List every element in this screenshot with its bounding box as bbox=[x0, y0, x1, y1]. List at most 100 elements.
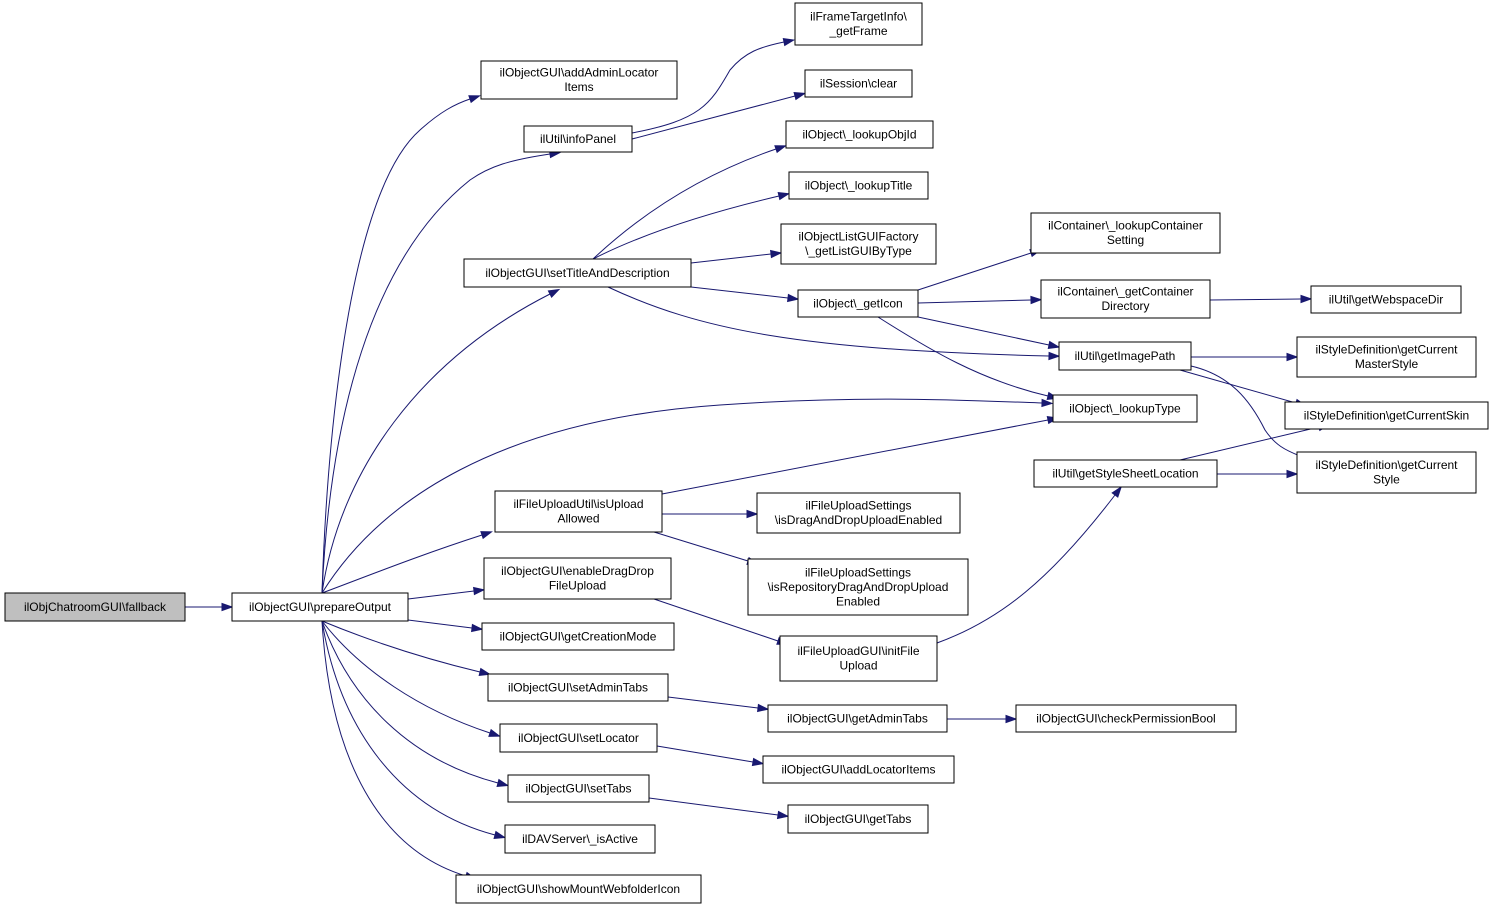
node-setTabs[interactable]: ilObjectGUI\setTabs bbox=[507, 774, 650, 803]
arrowhead-icon bbox=[787, 293, 800, 303]
node-infoPanel[interactable]: ilUtil\infoPanel bbox=[523, 125, 633, 153]
node-box bbox=[779, 635, 938, 682]
node-box bbox=[780, 223, 937, 265]
edge-line bbox=[1209, 298, 1302, 301]
node-box bbox=[1296, 336, 1477, 378]
node-box bbox=[231, 592, 409, 622]
node-setAdminTabs[interactable]: ilObjectGUI\setAdminTabs bbox=[487, 673, 669, 702]
node-prepareOutput[interactable]: ilObjectGUI\prepareOutput bbox=[231, 592, 409, 622]
node-label: ilStyleDefinition\getCurrent bbox=[1315, 343, 1458, 357]
node-label: ilObjectGUI\getTabs bbox=[805, 812, 912, 826]
node-getImagePath[interactable]: ilUtil\getImagePath bbox=[1058, 341, 1192, 371]
node-box bbox=[1310, 285, 1462, 314]
edge-getIcon-to-getImagePath bbox=[917, 316, 1061, 349]
edge-prepareOutput-to-getCreationMode bbox=[407, 619, 484, 633]
node-getStyleSheetLocation[interactable]: ilUtil\getStyleSheetLocation bbox=[1033, 459, 1218, 488]
node-box bbox=[483, 557, 672, 600]
node-lookupObjId[interactable]: ilObject\_lookupObjId bbox=[785, 120, 934, 149]
node-checkPermissionBool[interactable]: ilObjectGUI\checkPermissionBool bbox=[1015, 704, 1237, 733]
edge-getContainerDirectory-to-getWebspaceDir bbox=[1209, 294, 1313, 304]
node-label: \_getListGUIByType bbox=[805, 244, 912, 258]
edge-line bbox=[1190, 365, 1301, 457]
node-addLocatorItems[interactable]: ilObjectGUI\addLocatorItems bbox=[762, 755, 955, 784]
edge-getIcon-to-lookupType bbox=[877, 316, 1060, 400]
edge-prepareOutput-to-showMountWebfolderIcon bbox=[321, 620, 478, 880]
edge-setTitleAndDescription-to-lookupObjId bbox=[592, 145, 787, 260]
edge-line bbox=[407, 619, 473, 629]
node-lookupTitle[interactable]: ilObject\_lookupTitle bbox=[788, 171, 929, 200]
node-getIcon[interactable]: ilObject\_getIcon bbox=[797, 289, 919, 318]
node-label: ilStyleDefinition\getCurrent bbox=[1315, 458, 1458, 472]
node-label: ilContainer\_lookupContainer bbox=[1048, 219, 1203, 233]
arrowhead-icon bbox=[488, 728, 501, 737]
node-setLocator[interactable]: ilObjectGUI\setLocator bbox=[499, 723, 658, 753]
node-isDragAndDropUploadEnabled[interactable]: ilFileUploadSettings\isDragAndDropUpload… bbox=[756, 492, 961, 534]
edge-line bbox=[917, 252, 1032, 291]
arrowhead-icon bbox=[774, 145, 787, 154]
arrowhead-icon bbox=[776, 810, 790, 820]
node-getCreationMode[interactable]: ilObjectGUI\getCreationMode bbox=[481, 622, 675, 651]
node-box bbox=[4, 592, 186, 622]
node-fallback[interactable]: ilObjChatroomGUI\fallback bbox=[4, 592, 186, 622]
node-label: MasterStyle bbox=[1355, 357, 1419, 371]
node-getAdminTabs[interactable]: ilObjectGUI\getAdminTabs bbox=[767, 704, 948, 733]
node-setTitleAndDescription[interactable]: ilObjectGUI\setTitleAndDescription bbox=[463, 258, 692, 288]
node-label: ilObjectGUI\checkPermissionBool bbox=[1036, 711, 1215, 725]
node-sessionClear[interactable]: ilSession\clear bbox=[804, 69, 913, 98]
node-showMountWebfolderIcon[interactable]: ilObjectGUI\showMountWebfolderIcon bbox=[455, 874, 702, 904]
node-box bbox=[481, 622, 675, 651]
node-box bbox=[1015, 704, 1237, 733]
edge-line bbox=[321, 620, 467, 877]
arrowhead-icon bbox=[793, 92, 807, 101]
edge-getStyleSheetLocation-to-getCurrentStyle bbox=[1217, 469, 1299, 479]
node-label: ilUtil\getWebspaceDir bbox=[1329, 292, 1444, 306]
node-label: ilFileUploadGUI\initFile bbox=[797, 644, 919, 658]
node-getListGUIByType[interactable]: ilObjectListGUIFactory\_getListGUIByType bbox=[780, 223, 937, 265]
node-getCurrentSkin[interactable]: ilStyleDefinition\getCurrentSkin bbox=[1284, 401, 1489, 430]
node-label: ilFrameTargetInfo\ bbox=[810, 10, 907, 24]
node-box bbox=[1058, 341, 1192, 371]
arrowhead-icon bbox=[1286, 469, 1299, 479]
edge-line bbox=[321, 620, 481, 673]
edge-line bbox=[917, 316, 1050, 346]
edge-line bbox=[656, 745, 754, 763]
node-box bbox=[794, 2, 923, 46]
node-label: ilObjectGUI\prepareOutput bbox=[249, 600, 392, 614]
arrowhead-icon bbox=[1048, 351, 1061, 361]
node-box bbox=[787, 804, 929, 834]
node-label: ilObjectGUI\setAdminTabs bbox=[508, 680, 648, 694]
node-label: Style bbox=[1373, 473, 1400, 487]
node-label: Items bbox=[564, 80, 593, 94]
node-lookupType[interactable]: ilObject\_lookupType bbox=[1052, 394, 1198, 423]
node-isActive[interactable]: ilDAVServer\_isActive bbox=[504, 824, 656, 854]
edge-infoPanel-to-getFrame bbox=[631, 38, 796, 134]
edge-setAdminTabs-to-getAdminTabs bbox=[667, 696, 770, 713]
edge-getImagePath-to-getCurrentSkin bbox=[1179, 369, 1308, 407]
node-label: ilObjectListGUIFactory bbox=[798, 230, 918, 244]
node-label: Directory bbox=[1101, 299, 1149, 313]
edge-line bbox=[321, 534, 483, 594]
edge-line bbox=[667, 696, 759, 709]
node-getFrame[interactable]: ilFrameTargetInfo\_getFrame bbox=[794, 2, 923, 46]
edge-line bbox=[936, 494, 1116, 644]
node-getTabs[interactable]: ilObjectGUI\getTabs bbox=[787, 804, 929, 834]
node-box bbox=[507, 774, 650, 803]
node-box bbox=[463, 258, 692, 288]
node-label: ilObjectGUI\setTabs bbox=[525, 781, 631, 795]
node-label: ilDAVServer\_isActive bbox=[522, 832, 638, 846]
node-getWebspaceDir[interactable]: ilUtil\getWebspaceDir bbox=[1310, 285, 1462, 314]
node-isRepositoryDragAndDropUploadEnabled[interactable]: ilFileUploadSettings\isRepositoryDragAnd… bbox=[747, 558, 969, 616]
edge-line bbox=[648, 797, 779, 816]
edge-line bbox=[607, 286, 1050, 357]
arrowhead-icon bbox=[1300, 294, 1313, 304]
edge-setLocator-to-addLocatorItems bbox=[656, 745, 765, 767]
edge-line bbox=[653, 531, 749, 562]
